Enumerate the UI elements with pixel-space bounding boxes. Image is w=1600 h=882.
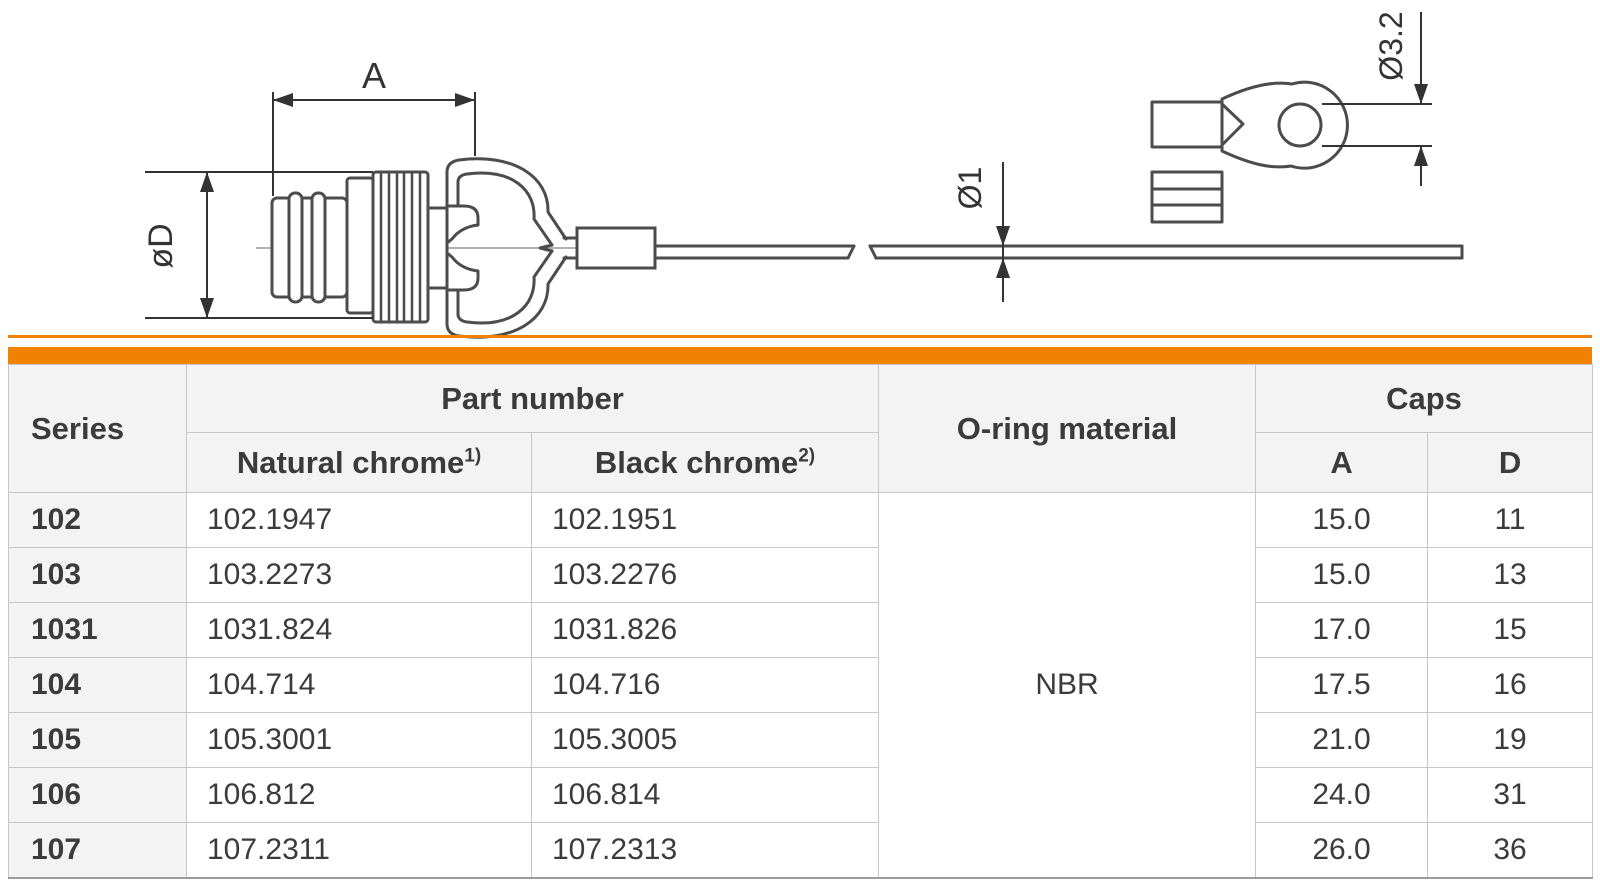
black-chrome-label: Black chrome: [594, 444, 799, 480]
technical-drawing: A øD Ø1 Ø3.2: [142, 11, 1464, 339]
caps-header: Caps: [1255, 364, 1594, 433]
cap-a-cell: 17.0: [1255, 602, 1429, 658]
black-chrome-header: Black chrome2): [530, 432, 880, 493]
cap-a-cell: 15.0: [1255, 547, 1429, 603]
series-cell: 107: [8, 822, 187, 878]
black-chrome-cell: 103.2276: [530, 547, 880, 603]
header-row-1: Series Part number O-ring material Caps: [8, 364, 1594, 493]
footnote-2-marker: 2): [798, 445, 816, 467]
cap-d-header: D: [1427, 432, 1594, 493]
series-cell: 103: [8, 547, 187, 603]
cap-d-cell: 31: [1427, 767, 1594, 823]
cap-a-cell: 24.0: [1255, 767, 1429, 823]
series-cell: 106: [8, 767, 187, 823]
black-chrome-cell: 104.716: [530, 657, 880, 713]
cap-d-cell: 19: [1427, 712, 1594, 768]
dimension-a: [272, 92, 476, 196]
natural-chrome-header: Natural chrome1): [186, 432, 532, 493]
natural-chrome-cell: 102.1947: [186, 492, 532, 548]
series-cell: 1031: [8, 602, 187, 658]
dimension-cable-label: Ø1: [952, 167, 988, 210]
cap-d-cell: 15: [1427, 602, 1594, 658]
oring-material-cell: NBR: [878, 492, 1257, 878]
terminal-hole: [1277, 102, 1323, 148]
black-chrome-cell: 107.2313: [530, 822, 880, 878]
series-cell: 105: [8, 712, 187, 768]
natural-chrome-cell: 1031.824: [186, 602, 532, 658]
dimension-a-label: A: [362, 55, 386, 96]
part-number-header: Part number: [185, 364, 880, 433]
accent-rule: [8, 335, 1592, 338]
black-chrome-cell: 102.1951: [530, 492, 880, 548]
dimension-hole-label: Ø3.2: [1373, 11, 1409, 80]
black-chrome-cell: 106.814: [530, 767, 880, 823]
cap-d-cell: 36: [1427, 822, 1594, 878]
dimension-d-label: øD: [142, 223, 180, 268]
dimension-d: [145, 171, 373, 319]
cap-d-cell: 11: [1427, 492, 1594, 548]
series-cell: 102: [8, 492, 187, 548]
crimp-sleeve: [575, 226, 657, 270]
part-number-table: Series Part number O-ring material Caps …: [8, 364, 1594, 879]
cap-a-cell: 21.0: [1255, 712, 1429, 768]
series-cell: 104: [8, 657, 187, 713]
black-chrome-cell: 105.3005: [530, 712, 880, 768]
oring-material-header: O-ring material: [878, 364, 1257, 493]
cable: [562, 226, 1464, 270]
natural-chrome-cell: 103.2273: [186, 547, 532, 603]
cap-a-header: A: [1255, 432, 1429, 493]
cap-ribs: [379, 172, 422, 322]
cap-d-cell: 16: [1427, 657, 1594, 713]
cap-a-cell: 26.0: [1255, 822, 1429, 878]
protection-cap: [270, 170, 480, 324]
dimension-hole: [1322, 12, 1432, 186]
sleeve-detail: [1150, 170, 1224, 224]
natural-chrome-label: Natural chrome: [236, 444, 465, 480]
black-chrome-cell: 1031.826: [530, 602, 880, 658]
header-row-2: Natural chrome1) Black chrome2) A D: [9, 432, 1594, 493]
ring-terminal: [1150, 80, 1349, 224]
cap-d-cell: 13: [1427, 547, 1594, 603]
dimension-cable: [996, 162, 1010, 302]
series-header: Series: [8, 364, 187, 493]
cap-a-cell: 17.5: [1255, 657, 1429, 713]
natural-chrome-cell: 106.812: [186, 767, 532, 823]
lanyard-loop: [445, 157, 568, 339]
natural-chrome-cell: 105.3001: [186, 712, 532, 768]
natural-chrome-cell: 104.714: [186, 657, 532, 713]
cap-a-cell: 15.0: [1255, 492, 1429, 548]
accent-bar: [8, 347, 1592, 364]
footnote-1-marker: 1): [464, 445, 482, 467]
natural-chrome-cell: 107.2311: [186, 822, 532, 878]
